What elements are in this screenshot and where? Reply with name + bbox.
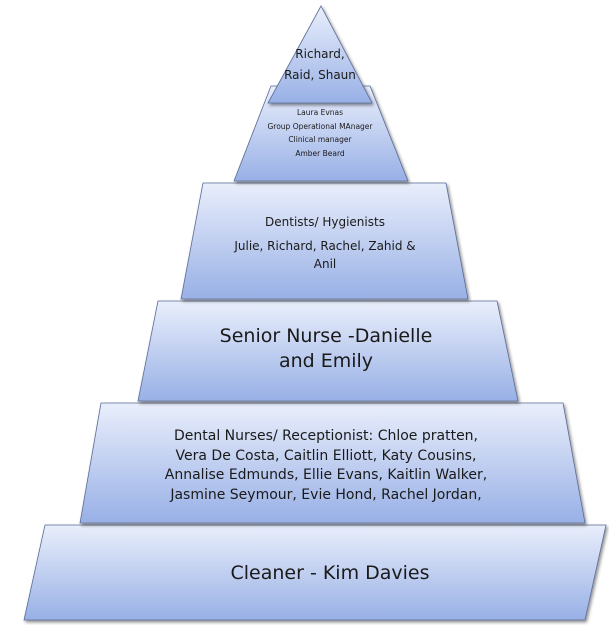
tier-3-line: Dentists/ Hygienists bbox=[265, 215, 385, 229]
tier-3-shape bbox=[180, 182, 469, 300]
tier-2-label: Laura Evnas Group Operational MAnager Cl… bbox=[240, 106, 400, 160]
tier-5-line: Jasmine Seymour, Evie Hond, Rachel Jorda… bbox=[170, 486, 482, 503]
tier-1-label: Richard, Raid, Shaun bbox=[270, 44, 370, 86]
tier-3-label: Dentists/ Hygienists Julie, Richard, Rac… bbox=[212, 213, 438, 273]
tier-2-line: Laura Evnas bbox=[296, 108, 344, 117]
tier-2-line: Group Operational MAnager bbox=[267, 121, 373, 131]
tier-3-line: Julie, Richard, Rachel, Zahid & bbox=[234, 239, 416, 253]
tier-1-shape bbox=[267, 5, 373, 104]
tier-1-line: Richard, bbox=[295, 47, 345, 61]
tier-2-shape bbox=[233, 85, 409, 182]
tier-1-line: Raid, Shaun bbox=[284, 68, 356, 82]
tier-5-label: Dental Nurses/ Receptionist: Chloe pratt… bbox=[128, 427, 524, 505]
tier-6-shape bbox=[23, 524, 607, 621]
tier-3-line: Anil bbox=[313, 257, 337, 271]
tier-6-label: Cleaner - Kim Davies bbox=[100, 560, 560, 586]
tier-5-line: Annalise Edmunds, Ellie Evans, Kaitlin W… bbox=[164, 467, 488, 483]
tier-4-shape bbox=[137, 300, 519, 402]
tier-4-line: Senior Nurse -Danielle bbox=[219, 325, 433, 347]
tier-2-line: Clinical manager bbox=[288, 135, 352, 144]
tier-5-line: Vera De Costa, Caitlin Elliott, Katy Cou… bbox=[175, 447, 477, 464]
tier-6-line: Cleaner - Kim Davies bbox=[230, 562, 430, 584]
tier-2-line: Amber Beard bbox=[295, 148, 345, 158]
tier-5-line: Dental Nurses/ Receptionist: Chloe pratt… bbox=[173, 428, 478, 444]
tier-4-line: and Emily bbox=[278, 350, 374, 372]
tier-5-shape bbox=[79, 402, 586, 524]
tier-4-label: Senior Nurse -Danielle and Emily bbox=[170, 324, 482, 374]
